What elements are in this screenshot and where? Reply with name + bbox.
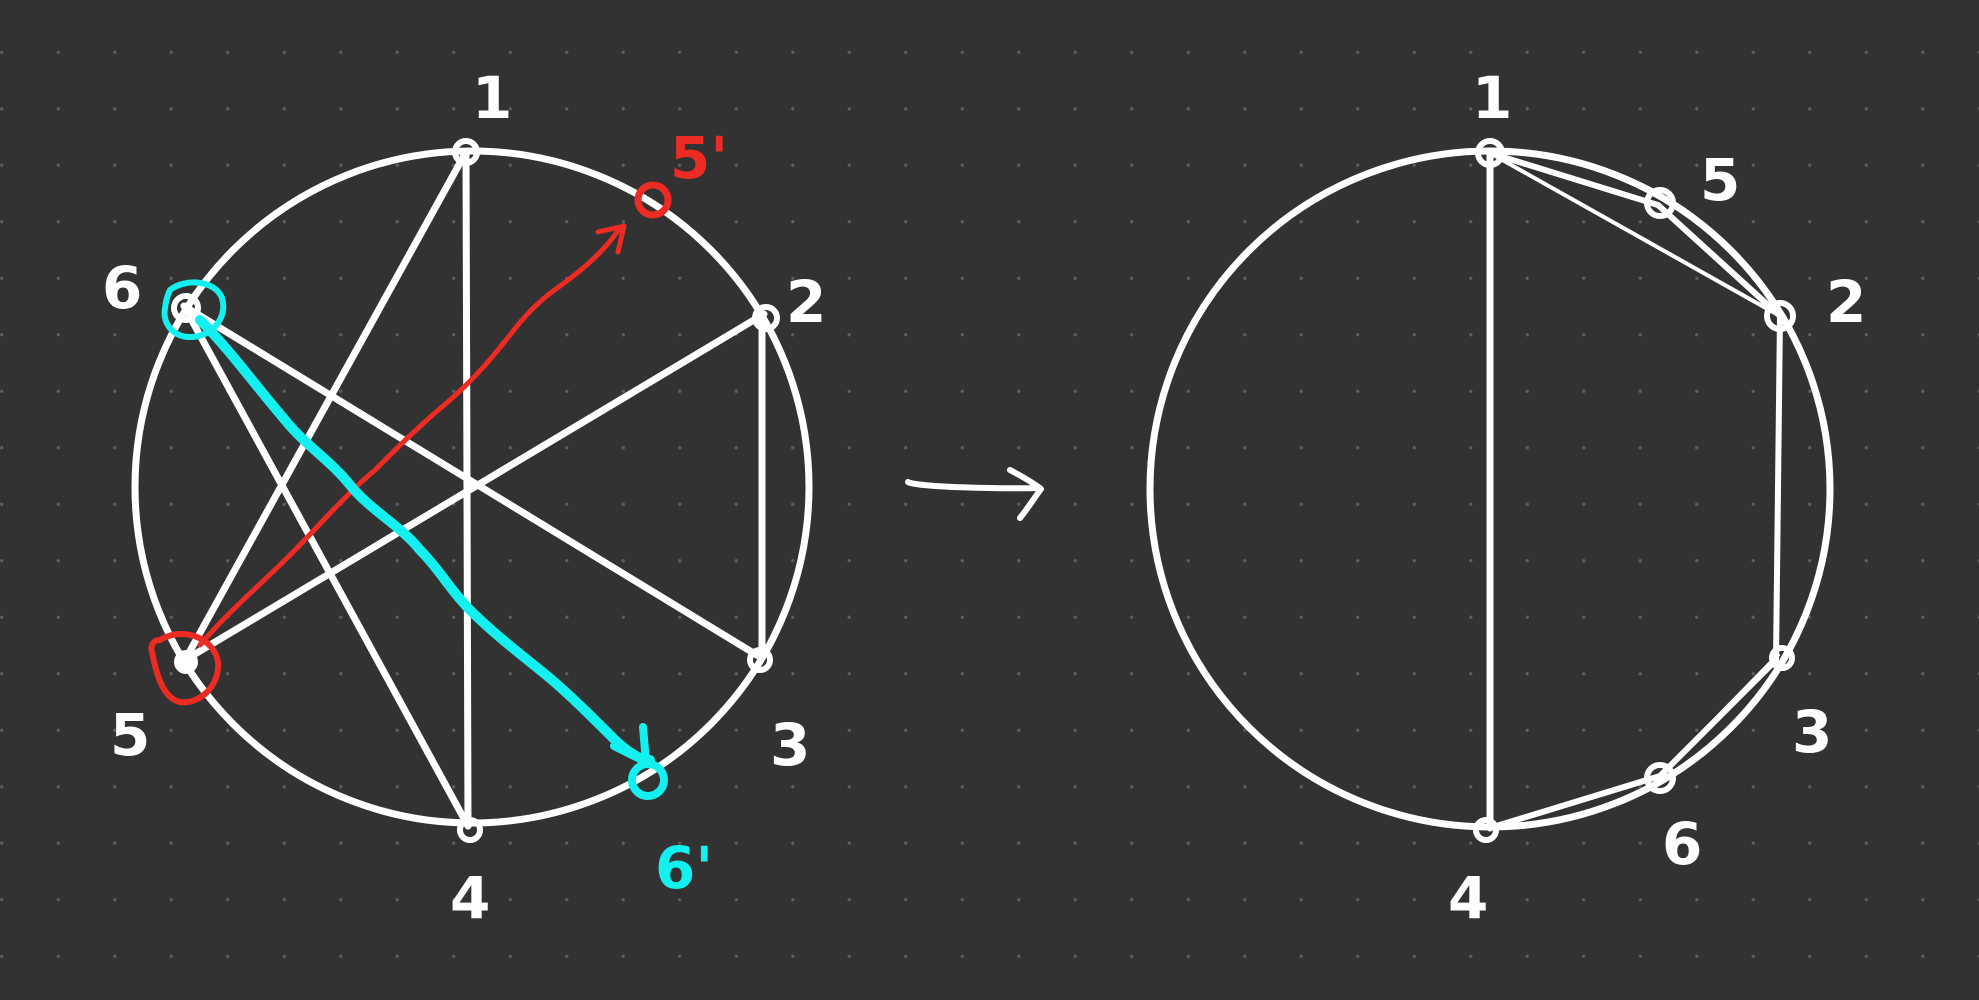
left-label-4: 4 <box>450 864 490 932</box>
node-4-marker <box>457 817 483 843</box>
left-label-6: 6 <box>102 254 142 322</box>
red-move-path <box>148 181 672 706</box>
right-chord-1-2 <box>1488 151 1782 318</box>
right-label-2: 2 <box>1826 268 1866 336</box>
node-5-marker <box>174 650 198 674</box>
node-6-marker <box>171 293 201 323</box>
red-node-5-prime-marker <box>634 181 672 219</box>
right-diagram <box>1146 138 1834 843</box>
cyan-move-arrow <box>195 315 655 765</box>
right-node-3-marker <box>1769 645 1795 671</box>
right-label-4: 4 <box>1448 864 1488 932</box>
red-move-arrow <box>197 225 623 648</box>
right-label-5: 5 <box>1700 146 1740 214</box>
left-label-1: 1 <box>472 64 512 132</box>
right-node-1-marker <box>1475 138 1505 168</box>
right-label-3: 3 <box>1792 698 1832 766</box>
right-chord-2-6 <box>1658 653 1780 778</box>
node-1-marker <box>452 138 480 166</box>
right-label-6: 6 <box>1662 810 1702 878</box>
right-labels: 1 5 2 3 6 4 <box>1448 64 1866 932</box>
chord-1-5 <box>181 148 470 664</box>
node-2-marker <box>752 304 780 332</box>
left-labels: 1 2 3 4 5 6 5' 6' <box>102 64 826 932</box>
left-label-5: 5 <box>110 701 150 769</box>
left-label-5-prime: 5' <box>670 124 728 192</box>
red-arrowhead <box>595 223 627 255</box>
transition-arrow-glyph: → <box>0 0 1 1</box>
right-label-1: 1 <box>1472 64 1512 132</box>
right-node-6-marker <box>1644 762 1676 794</box>
cyan-node-6-prime-marker <box>628 760 668 800</box>
transition-arrow: → <box>0 0 1044 521</box>
cyan-arrowhead <box>610 723 650 766</box>
chord-6-4 <box>180 302 472 830</box>
left-label-6-prime: 6' <box>655 834 713 902</box>
right-node-4-marker <box>1473 817 1499 843</box>
left-diagram <box>131 138 813 843</box>
transition-arrow-shaft <box>905 479 1043 492</box>
chord-6-3 <box>180 302 764 661</box>
right-chord-path <box>1487 150 1783 831</box>
chord-5-2 <box>181 310 768 664</box>
node-3-marker <box>747 647 773 673</box>
left-label-2: 2 <box>786 268 826 336</box>
right-node-5-marker <box>1644 187 1676 219</box>
transition-arrow-head <box>1007 467 1044 521</box>
right-node-2-marker <box>1764 300 1796 332</box>
cyan-move-path <box>161 279 668 800</box>
left-label-3: 3 <box>770 711 810 779</box>
cyan-node-6-highlight <box>161 279 227 341</box>
